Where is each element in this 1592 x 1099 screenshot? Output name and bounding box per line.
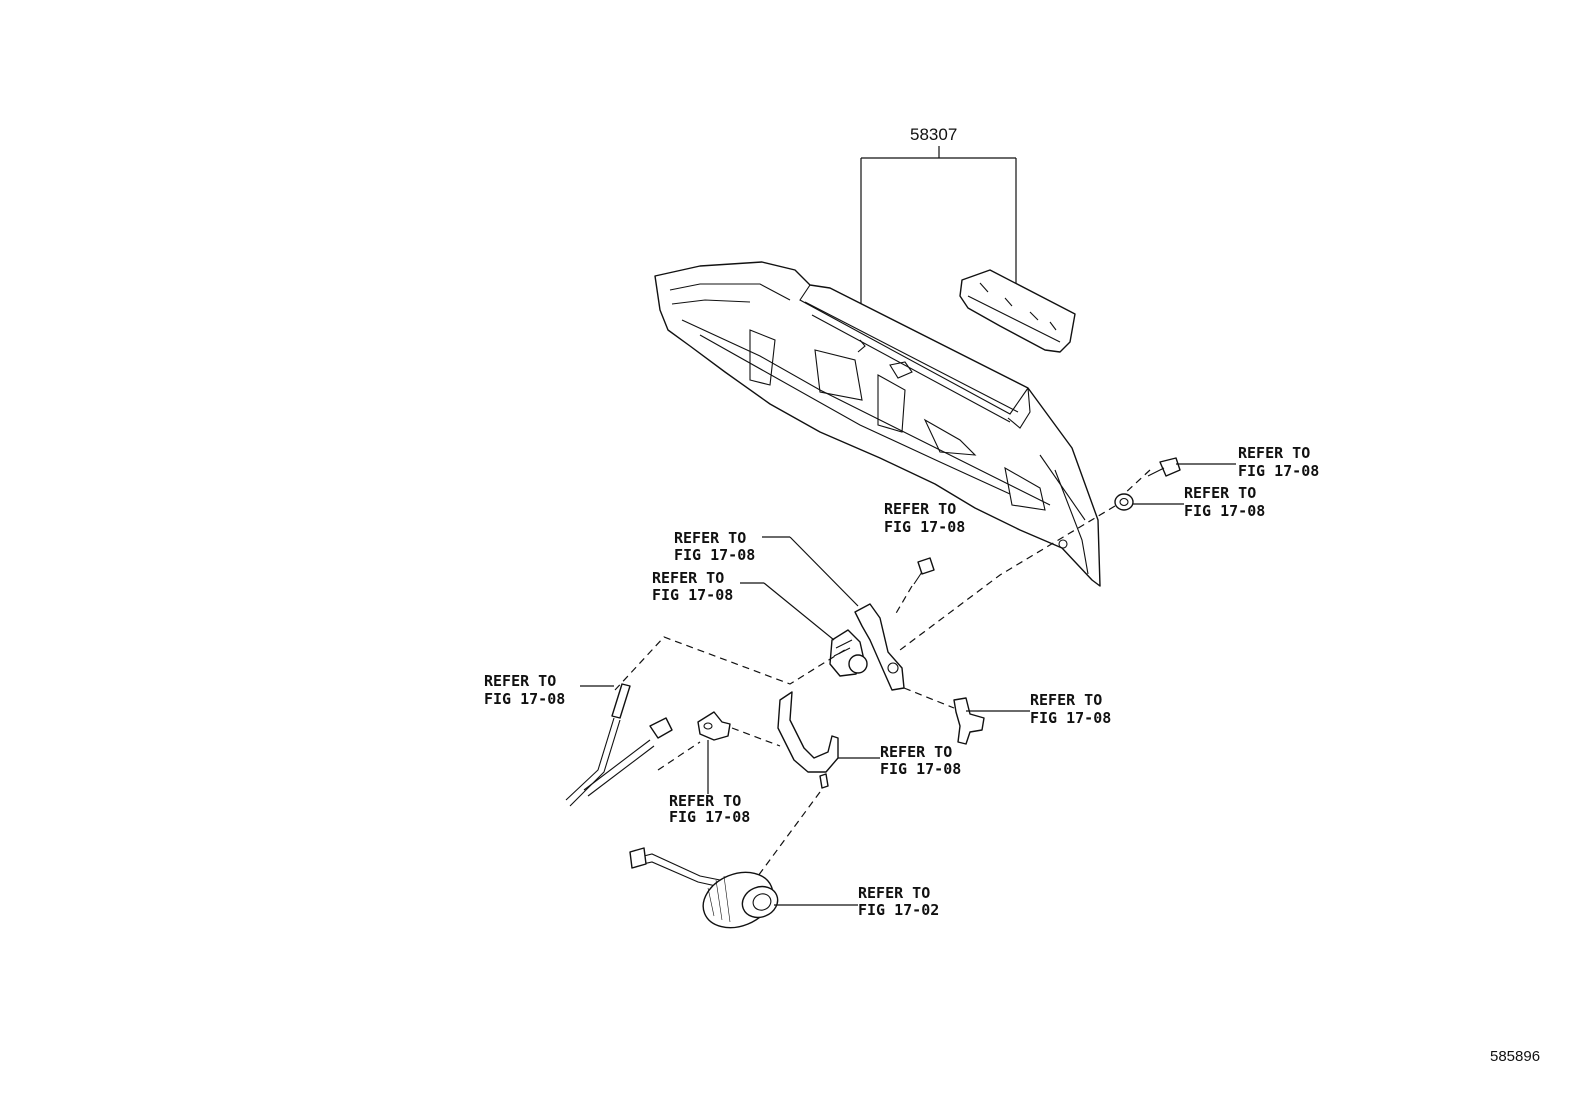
clamp-ref-line1: REFER TO bbox=[669, 792, 741, 810]
nut-right-ref-line2: FIG 17-08 bbox=[1184, 502, 1265, 520]
bolt-center-ref-line2: FIG 17-08 bbox=[884, 518, 965, 536]
dashed-leader-panel bbox=[899, 469, 1151, 651]
reinforcement-bar bbox=[959, 269, 1076, 353]
hose: REFER TO FIG 17-08 bbox=[731, 691, 961, 877]
clip-right: REFER TO FIG 17-08 bbox=[903, 687, 1111, 745]
bolt-upper-right-ref-line2: FIG 17-08 bbox=[1238, 462, 1319, 480]
motor-ref-line1: REFER TO bbox=[858, 884, 930, 902]
relay-connector: REFER TO FIG 17-08 bbox=[652, 569, 868, 677]
clip-right-ref-line1: REFER TO bbox=[1030, 691, 1102, 709]
part-number-label: 58307 bbox=[910, 125, 957, 144]
relay-ref-line1: REFER TO bbox=[652, 569, 724, 587]
part-number-bracket: 58307 bbox=[860, 125, 1017, 312]
hose-ref-line2: FIG 17-08 bbox=[880, 760, 961, 778]
sleeve-and-wiring: REFER TO FIG 17-08 bbox=[484, 636, 849, 807]
nut-right: REFER TO FIG 17-08 bbox=[1114, 484, 1265, 520]
package-tray-panel bbox=[654, 261, 1101, 587]
clamp-ref-line2: FIG 17-08 bbox=[669, 808, 750, 826]
bracket-ref-line2: FIG 17-08 bbox=[674, 546, 755, 564]
motor-ref-line2: FIG 17-02 bbox=[858, 901, 939, 919]
hose-ref-line1: REFER TO bbox=[880, 743, 952, 761]
sleeve-ref-line1: REFER TO bbox=[484, 672, 556, 690]
clip-right-ref-line2: FIG 17-08 bbox=[1030, 709, 1111, 727]
bolt-center-ref-line1: REFER TO bbox=[884, 500, 956, 518]
illustration-id: 585896 bbox=[1490, 1048, 1540, 1065]
bolt-center: REFER TO FIG 17-08 bbox=[884, 500, 965, 616]
sleeve-ref-line2: FIG 17-08 bbox=[484, 690, 565, 708]
bolt-upper-right: REFER TO FIG 17-08 bbox=[1147, 444, 1319, 480]
bracket-ref-line1: REFER TO bbox=[674, 529, 746, 547]
mounting-bracket: REFER TO FIG 17-08 bbox=[674, 529, 905, 691]
wiper-motor: REFER TO FIG 17-02 bbox=[629, 847, 939, 929]
relay-ref-line2: FIG 17-08 bbox=[652, 586, 733, 604]
clamp: REFER TO FIG 17-08 bbox=[669, 711, 750, 826]
nut-right-ref-line1: REFER TO bbox=[1184, 484, 1256, 502]
bolt-upper-right-ref-line1: REFER TO bbox=[1238, 444, 1310, 462]
